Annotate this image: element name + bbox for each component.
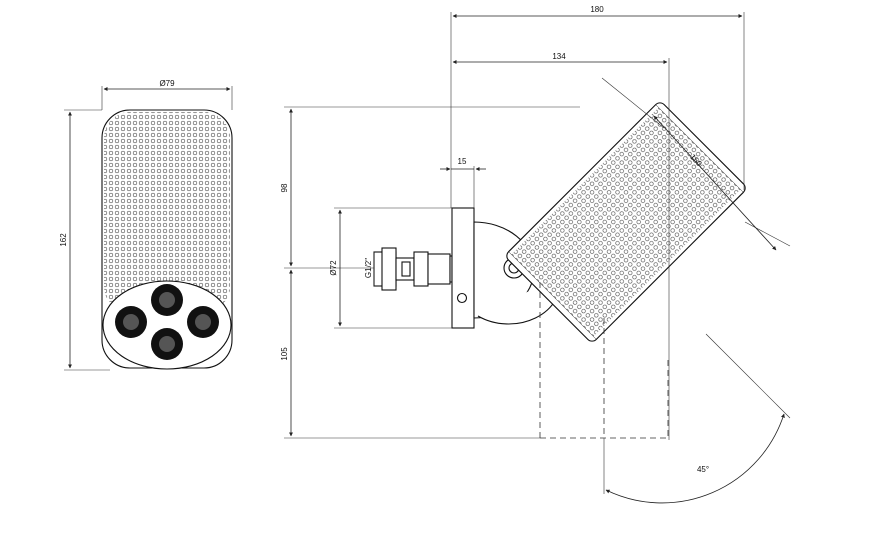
dim-lower-height: 105 (280, 347, 289, 361)
dim-projection: 134 (552, 52, 566, 61)
dim-width-front: Ø79 (159, 79, 175, 88)
front-view-bottom-face (102, 280, 232, 370)
dim-overall-depth: 180 (590, 5, 604, 14)
dim-upper-height: 98 (280, 183, 289, 192)
dim-thread: G1/2" (364, 258, 373, 278)
dim-angle: 45° (697, 465, 709, 474)
front-view-perforation (104, 112, 230, 312)
dim-flange-dia: Ø72 (329, 260, 338, 276)
wall-flange (451, 207, 475, 329)
dim-height-front: 162 (59, 233, 68, 247)
dim-flange: 15 (458, 157, 467, 166)
side-view: 180 134 15 150 98 105 Ø72 G1/2" (280, 5, 791, 504)
front-view: Ø79 162 (59, 79, 233, 371)
